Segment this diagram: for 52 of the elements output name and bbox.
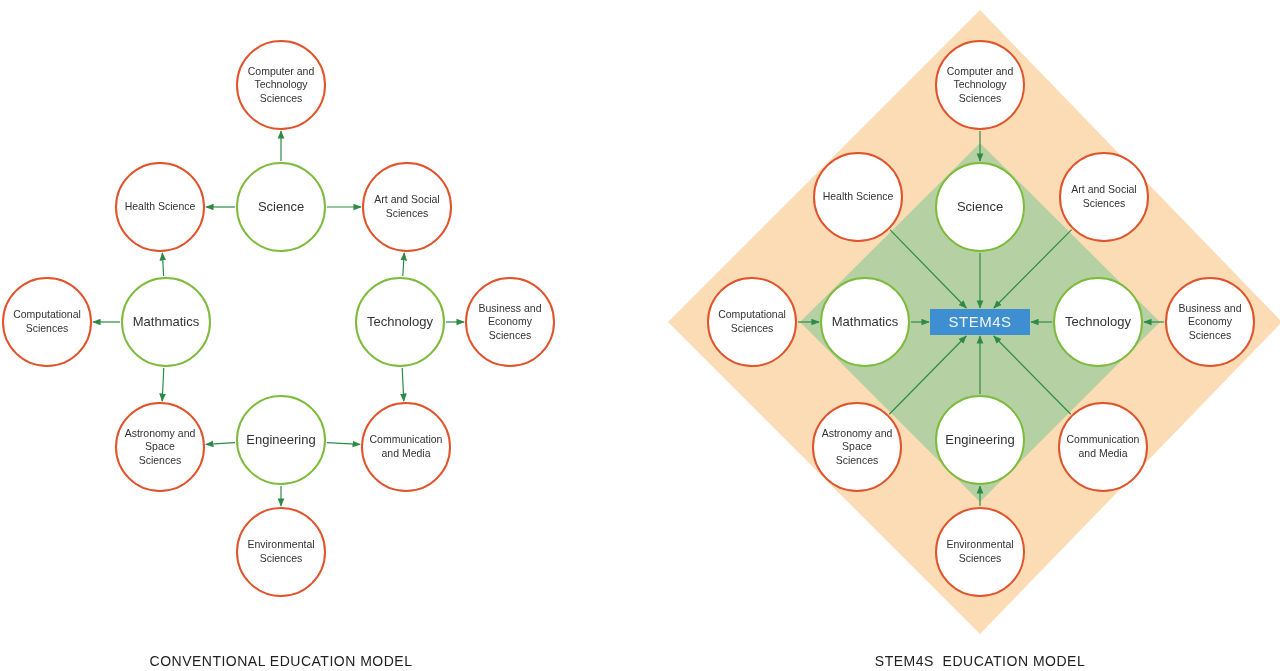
arrow: [400, 367, 407, 402]
arrow: [993, 229, 1073, 309]
arrow: [326, 440, 361, 448]
arrow: [159, 367, 166, 402]
arrow: [976, 485, 984, 507]
node-label: Science: [956, 198, 1004, 216]
arrow: [1030, 318, 1053, 326]
node-label: Computational Sciences: [717, 308, 787, 336]
arrow: [889, 229, 967, 309]
node-label: Computational Sciences: [12, 308, 82, 336]
model-label: CONVENTIONAL EDUCATION MODEL: [149, 653, 413, 669]
model-label: STEM4S EDUCATION MODEL: [874, 653, 1086, 669]
node-label: Science: [257, 198, 305, 216]
arrow: [159, 252, 167, 277]
node-label: Business and Economy Sciences: [477, 301, 543, 343]
arrow: [277, 130, 285, 162]
arrow: [92, 318, 121, 326]
arrow: [277, 485, 285, 507]
arrow: [976, 335, 984, 395]
node-label: Computer and Technology Sciences: [945, 64, 1015, 106]
arrow: [326, 203, 362, 211]
arrow: [910, 318, 930, 326]
node-label: Health Science: [821, 190, 895, 204]
node-label: STEM4S: [948, 312, 1012, 332]
node-label: Mathmatics: [831, 313, 899, 331]
arrow: [400, 252, 408, 277]
node-label: Art and Social Sciences: [373, 193, 441, 221]
node-label: Mathmatics: [132, 313, 200, 331]
node-label: Astronomy and Space Sciences: [820, 426, 894, 468]
node-label: Environmental Sciences: [945, 538, 1015, 566]
arrow: [205, 203, 236, 211]
node-label: Technology: [1065, 313, 1131, 331]
arrow: [976, 130, 984, 162]
node-label: Engineering: [945, 431, 1015, 449]
node-label: Art and Social Sciences: [1070, 183, 1138, 211]
arrow: [1143, 318, 1165, 326]
node-label: Environmental Sciences: [246, 538, 316, 566]
arrow: [888, 335, 967, 415]
node-label: Engineering: [246, 431, 316, 449]
arrow: [993, 335, 1072, 415]
hub-box: [930, 309, 1030, 335]
arrow: [445, 318, 465, 326]
arrow: [797, 318, 820, 326]
arrow: [976, 252, 984, 309]
node-label: Communication and Media: [369, 433, 443, 461]
arrow: [205, 440, 236, 448]
node-label: Astronomy and Space Sciences: [123, 426, 197, 468]
node-label: Business and Economy Sciences: [1177, 301, 1243, 343]
node-label: Technology: [367, 313, 433, 331]
node-label: Computer and Technology Sciences: [246, 64, 316, 106]
node-label: Health Science: [123, 200, 197, 214]
node-label: Communication and Media: [1066, 433, 1140, 461]
